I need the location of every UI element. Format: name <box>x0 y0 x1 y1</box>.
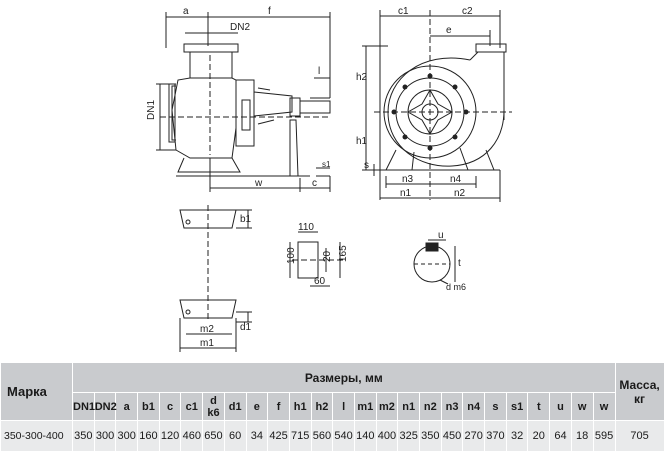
column-header: w <box>592 392 616 421</box>
dim-label-m1: m1 <box>200 338 214 349</box>
column-header: DN1 <box>72 392 95 421</box>
table-cell: 20 <box>527 420 551 452</box>
dim-label-d1: d1 <box>240 322 252 333</box>
column-header: f <box>267 392 290 421</box>
shaft-section-view <box>413 239 456 285</box>
dim-label-h2: h2 <box>356 72 368 83</box>
pump-side-view <box>156 12 331 192</box>
dim-label-dn2: DN2 <box>230 22 250 33</box>
cell-model: 350-300-400 <box>0 420 73 452</box>
cell-mass: 705 <box>614 420 664 452</box>
dim-label-n4: n4 <box>450 174 462 185</box>
table-cell: 540 <box>332 420 355 452</box>
column-header: b1 <box>137 392 160 421</box>
table-cell: 270 <box>462 420 486 452</box>
table-cell: 425 <box>267 420 290 452</box>
column-header: h1 <box>288 392 312 421</box>
column-header: w <box>570 392 594 421</box>
column-header: DN2 <box>93 392 117 421</box>
table-cell: 715 <box>288 420 312 452</box>
dim-label-w: w <box>254 178 263 189</box>
column-header: n4 <box>462 392 486 421</box>
dim-label-l: l <box>318 66 320 77</box>
pump-dimension-drawing: a DN2 f l DN1 w c s1 c1 c2 e h2 h1 s n3 … <box>146 6 512 352</box>
table-cell: 400 <box>375 420 399 452</box>
header-dimensions: Размеры, мм <box>72 362 616 393</box>
dim-label-a: a <box>183 6 189 17</box>
table-cell: 34 <box>245 420 269 452</box>
dim-label-n2: n2 <box>454 188 466 199</box>
column-header: s <box>484 392 507 421</box>
dim-label-n1: n1 <box>400 188 412 199</box>
dim-label-s: s <box>364 160 369 171</box>
table-cell: 300 <box>115 420 139 452</box>
table-cell: 120 <box>158 420 182 452</box>
column-header: s1 <box>505 392 529 421</box>
dim-label-dm6: d m6 <box>446 282 466 292</box>
column-header: e <box>245 392 269 421</box>
column-header: m2 <box>375 392 399 421</box>
table-cell: 350 <box>72 420 95 452</box>
dim-label-100: 100 <box>286 247 297 264</box>
table-cell: 140 <box>353 420 377 452</box>
dim-label-c1: c1 <box>398 6 409 17</box>
table-cell: 160 <box>137 420 160 452</box>
table-cell: 350 <box>419 420 442 452</box>
dim-label-e: e <box>446 25 452 36</box>
column-header: l <box>332 392 355 421</box>
column-header: u <box>549 392 572 421</box>
table-cell: 64 <box>549 420 572 452</box>
column-header: d k6 <box>202 392 225 421</box>
dim-label-s1: s1 <box>322 160 331 169</box>
dim-label-dn1: DN1 <box>146 100 157 120</box>
dim-label-110: 110 <box>298 222 314 233</box>
table-cell: 60 <box>223 420 247 452</box>
table-cell: 650 <box>202 420 225 452</box>
table-cell: 450 <box>440 420 464 452</box>
table-cell: 18 <box>570 420 594 452</box>
dim-label-n3: n3 <box>402 174 414 185</box>
column-header: n1 <box>397 392 420 421</box>
dim-label-h1: h1 <box>356 136 368 147</box>
column-header: a <box>115 392 139 421</box>
table-cell: 595 <box>592 420 616 452</box>
column-header: t <box>527 392 551 421</box>
column-header: d1 <box>223 392 247 421</box>
dim-label-t: t <box>458 258 461 269</box>
dim-label-c2: c2 <box>462 6 473 17</box>
column-header: n2 <box>419 392 442 421</box>
header-model: Марка <box>0 362 73 421</box>
dim-label-c: c <box>312 178 317 189</box>
column-header: h2 <box>310 392 334 421</box>
header-mass: Масса, кг <box>614 362 664 421</box>
table-cell: 325 <box>397 420 420 452</box>
dim-label-60: 60 <box>314 276 326 287</box>
dim-label-20: 20 <box>322 250 333 262</box>
column-header: n3 <box>440 392 464 421</box>
table-cell: 460 <box>180 420 204 452</box>
column-header: m1 <box>353 392 377 421</box>
table-cell: 32 <box>505 420 529 452</box>
table-cell: 370 <box>484 420 507 452</box>
key-detail-view <box>289 231 344 287</box>
dim-label-165: 165 <box>338 245 349 262</box>
column-header: c <box>158 392 182 421</box>
dim-label-u: u <box>438 230 444 241</box>
table-cell: 300 <box>93 420 117 452</box>
dim-label-b1: b1 <box>240 214 252 225</box>
pump-front-view <box>362 10 512 202</box>
column-header: c1 <box>180 392 204 421</box>
dim-label-f: f <box>268 6 271 17</box>
table-cell: 560 <box>310 420 334 452</box>
foot-detail-view <box>179 205 252 352</box>
dim-label-m2: m2 <box>200 324 214 335</box>
